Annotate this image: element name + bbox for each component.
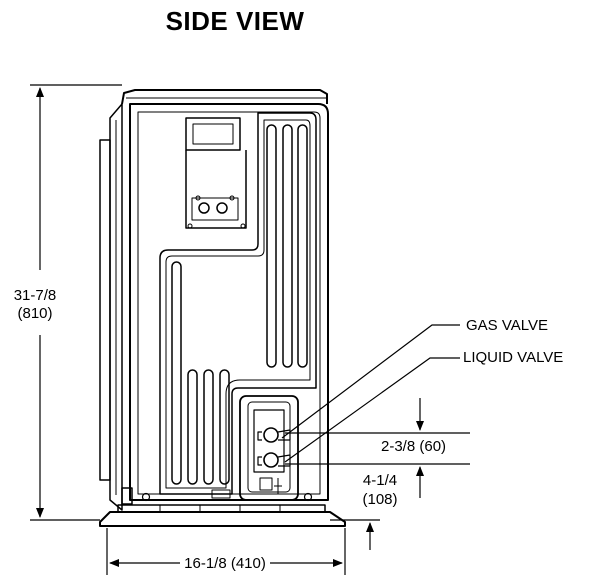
height-dim-mm: (810) bbox=[17, 305, 53, 322]
drawing-title: SIDE VIEW bbox=[165, 6, 305, 36]
liquid-valve-callout: LIQUID VALVE bbox=[463, 349, 564, 366]
liquid-valve-leader bbox=[284, 357, 460, 463]
height-dimension-line bbox=[30, 84, 122, 521]
base-offset-mm: (108) bbox=[362, 491, 398, 508]
gas-valve-callout: GAS VALVE bbox=[466, 317, 548, 334]
base-offset-inches: 4-1/4 bbox=[362, 472, 398, 489]
gas-valve-leader bbox=[281, 324, 460, 439]
valve-spacing-dimension bbox=[285, 398, 470, 498]
base-offset-dimension bbox=[330, 519, 380, 550]
height-dim-inches: 31-7/8 bbox=[13, 287, 57, 304]
width-dim-label: 16-1/8 (410) bbox=[184, 555, 266, 572]
width-dimension-line bbox=[106, 528, 346, 575]
valve-spacing-label: 2-3/8 (60) bbox=[381, 438, 447, 455]
unit-body bbox=[99, 89, 346, 527]
